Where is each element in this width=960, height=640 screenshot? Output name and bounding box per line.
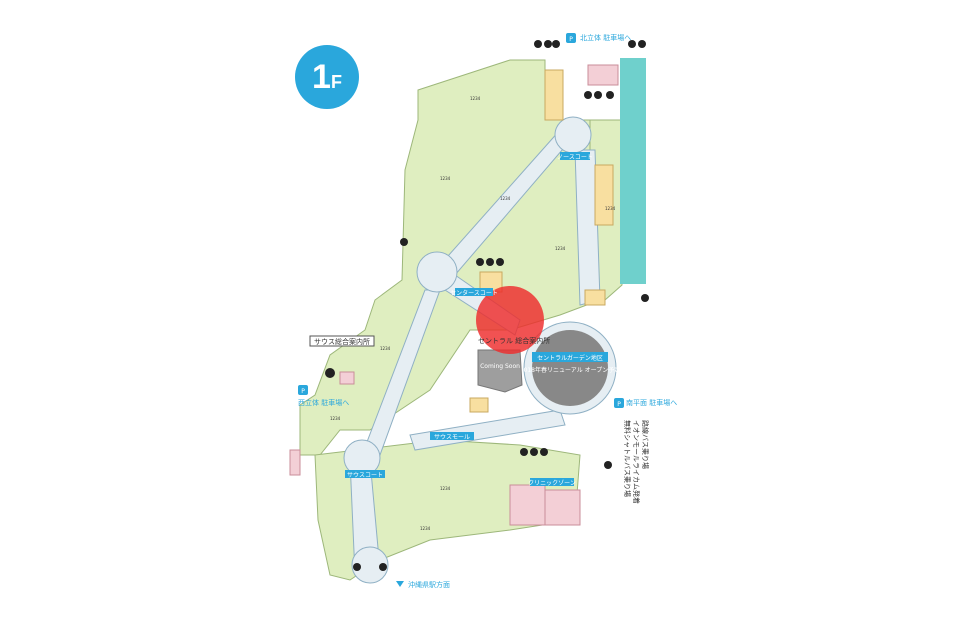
shop-number: 1234 — [440, 486, 451, 491]
water-feature — [620, 58, 646, 284]
shop-number: 1234 — [470, 96, 481, 101]
floor-badge: 1 F — [295, 45, 359, 109]
elevator-icon[interactable] — [486, 258, 494, 266]
parking-icon: P — [569, 36, 573, 43]
restroom-icon[interactable] — [604, 461, 612, 469]
service-blocks — [289, 64, 619, 526]
parking-icon: P — [301, 388, 305, 395]
restroom-icon[interactable] — [638, 40, 646, 48]
center-court-label: センタースコート — [450, 289, 498, 297]
food-shop[interactable] — [544, 69, 564, 121]
bus-note: 路線バス乗り場 — [641, 420, 650, 469]
south-parking-label: 南平面 駐車場へ — [626, 398, 677, 407]
restroom-icon[interactable] — [584, 91, 592, 99]
service-shop[interactable] — [289, 449, 301, 476]
service-shop[interactable] — [587, 64, 619, 86]
restroom-icon[interactable] — [552, 40, 560, 48]
coming-soon-block — [477, 349, 523, 393]
renewal-note: 2018年春リニューアル オープン予定 — [520, 366, 621, 374]
restroom-icon[interactable] — [400, 238, 408, 246]
south-mall-label: サウスモール — [434, 433, 470, 441]
central-info-label: セントラル 総合案内所 — [478, 336, 550, 345]
elevator-icon[interactable] — [530, 448, 538, 456]
restroom-icon[interactable] — [606, 91, 614, 99]
south-gate-circle — [351, 546, 389, 584]
shop-number: 1234 — [420, 526, 431, 531]
north-court-circle — [554, 116, 592, 154]
restroom-icon[interactable] — [496, 258, 504, 266]
coming-soon-label: Coming Soon — [480, 363, 520, 370]
shop-number: 1234 — [440, 176, 451, 181]
restroom-icon[interactable] — [476, 258, 484, 266]
shop-numbers: 1234 1234 1234 1234 1234 1234 1234 1234 … — [330, 96, 616, 531]
shop-number: 1234 — [500, 196, 511, 201]
info-icon[interactable] — [325, 368, 335, 378]
shop-number: 1234 — [330, 416, 341, 421]
central-garden-renewal — [532, 330, 608, 406]
south-court-label: サウスコート — [347, 471, 383, 479]
elevator-icon[interactable] — [544, 40, 552, 48]
amenity-icons — [325, 40, 649, 571]
south-arrow-icon — [396, 581, 404, 587]
shop-number: 1234 — [605, 206, 616, 211]
north-court-label: ノースコート — [557, 154, 593, 161]
north-parking-label: 北立体 駐車場へ — [580, 33, 631, 42]
food-blocks — [469, 69, 614, 413]
restroom-icon[interactable] — [379, 563, 387, 571]
food-shop[interactable] — [594, 164, 614, 226]
west-parking-label: 西立体 駐車場へ — [298, 398, 349, 407]
clinic-label: クリニックゾーン — [528, 480, 576, 487]
west-court-circle — [416, 251, 458, 293]
south-info-label: サウス総合案内所 — [314, 337, 370, 346]
floor-suffix: F — [330, 71, 342, 92]
food-shop[interactable] — [584, 289, 606, 306]
clinic-block[interactable] — [544, 489, 581, 526]
court-labels: センタースコート ノースコート サウスモール クリニックゾーン サウスコート — [345, 152, 593, 487]
restroom-icon[interactable] — [520, 448, 528, 456]
shop-number: 1234 — [555, 246, 566, 251]
plaza-title: セントラルガーデン地区 — [537, 354, 603, 362]
highlight-hotspot — [476, 286, 544, 354]
food-shop[interactable] — [469, 397, 489, 413]
parking-icon: P — [617, 401, 621, 408]
station-label: 沖縄県駅方面 — [408, 580, 450, 589]
parking-markers: P 北立体 駐車場へ P 西立体 駐車場へ P 南平面 駐車場へ — [298, 33, 677, 408]
plaza-title-strip — [532, 352, 608, 362]
restroom-icon[interactable] — [534, 40, 542, 48]
service-shop[interactable] — [339, 371, 355, 385]
clinic-block[interactable] — [509, 484, 546, 526]
elevator-icon[interactable] — [594, 91, 602, 99]
restroom-icon[interactable] — [641, 294, 649, 302]
restroom-icon[interactable] — [540, 448, 548, 456]
bus-notes: 無料シャトルバス乗り場 イオンモールライカム発着 路線バス乗り場 — [623, 420, 650, 504]
floor-number: 1 — [312, 57, 331, 96]
bus-note: 無料シャトルバス乗り場 — [623, 420, 632, 497]
bus-note: イオンモールライカム発着 — [632, 420, 641, 504]
restroom-icon[interactable] — [353, 563, 361, 571]
shop-number: 1234 — [380, 346, 391, 351]
restroom-icon[interactable] — [628, 40, 636, 48]
